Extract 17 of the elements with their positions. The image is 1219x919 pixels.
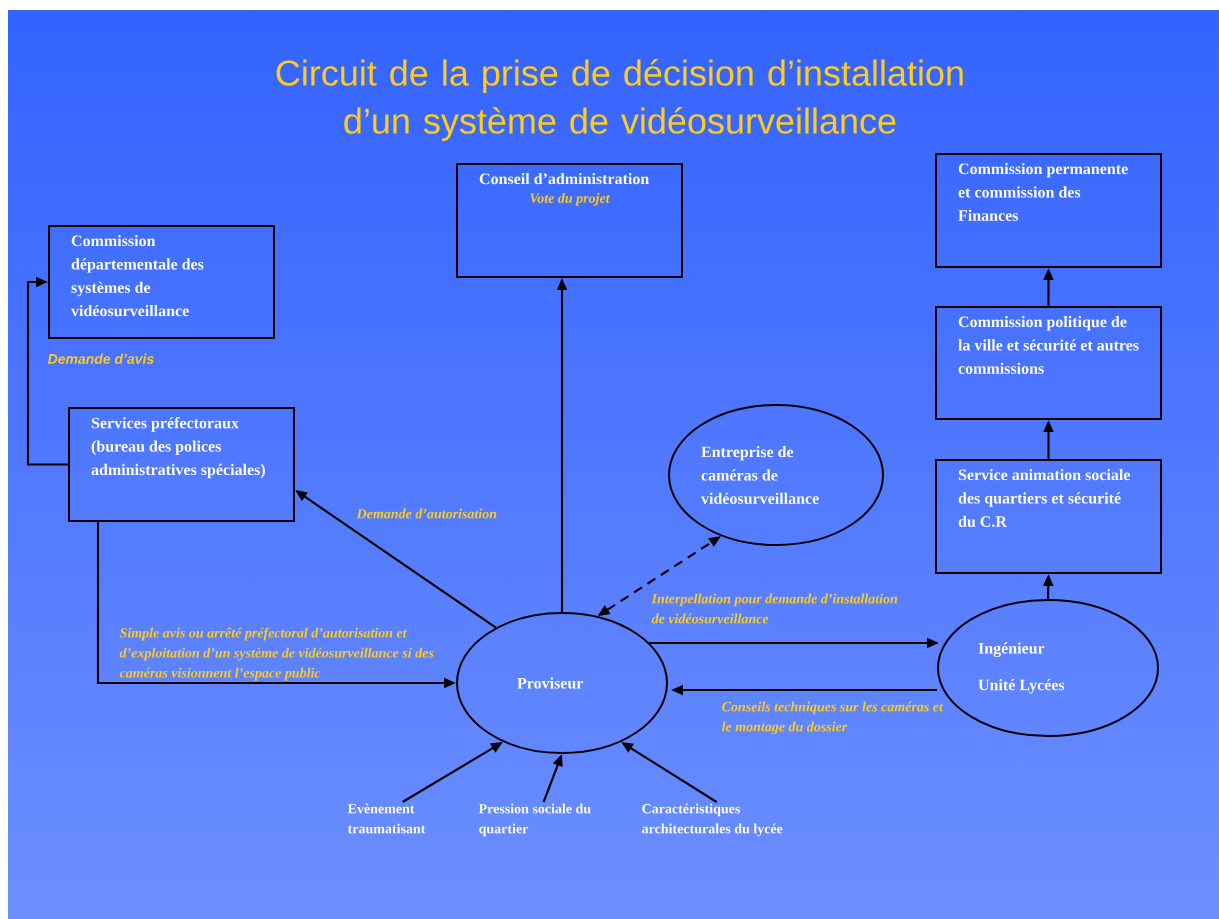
process-box: Commission politique de la ville et sécurité et autres commissions xyxy=(935,306,1162,420)
process-box: Commission départementale des systèmes de vidéosurveillance xyxy=(48,225,275,339)
factor-text: Evènement traumatisant xyxy=(347,803,426,834)
edge-label: Demande d’avis xyxy=(47,353,154,364)
process-box: Service animation sociale des quartiers et sécurité du C.R xyxy=(935,459,1162,574)
process-box: Commission permanente et commission des Finances xyxy=(935,153,1162,268)
title: Circuit de la prise de décision d’installation d’un système de vidéosurveillance xyxy=(276,59,963,141)
arrow xyxy=(26,276,68,466)
factor-text: Pression sociale du quartier xyxy=(478,803,591,837)
process-box: Conseil d’administration Vote du projet xyxy=(456,163,683,278)
edge-label: Conseils techniques sur les caméras et le montage du dossier xyxy=(721,701,944,735)
edge-label: Interpellation pour demande d’installation de vidéosurveillance xyxy=(651,593,898,624)
factor-text: Caractéristiques architecturales du lycée xyxy=(642,803,783,837)
process-box: Services préfectoraux (bureau des polices administratives spéciales) xyxy=(68,407,295,522)
edge-label: Simple avis ou arrêté préfectoral d’autorisation et d’exploitation d’un système de vidéosurveillance si des caméras visionnent l’espace public xyxy=(119,627,434,681)
ellipse-node: Entreprise de caméras de vidéosurveillance xyxy=(668,404,884,546)
edge-label: Demande d’autorisation xyxy=(356,508,497,519)
